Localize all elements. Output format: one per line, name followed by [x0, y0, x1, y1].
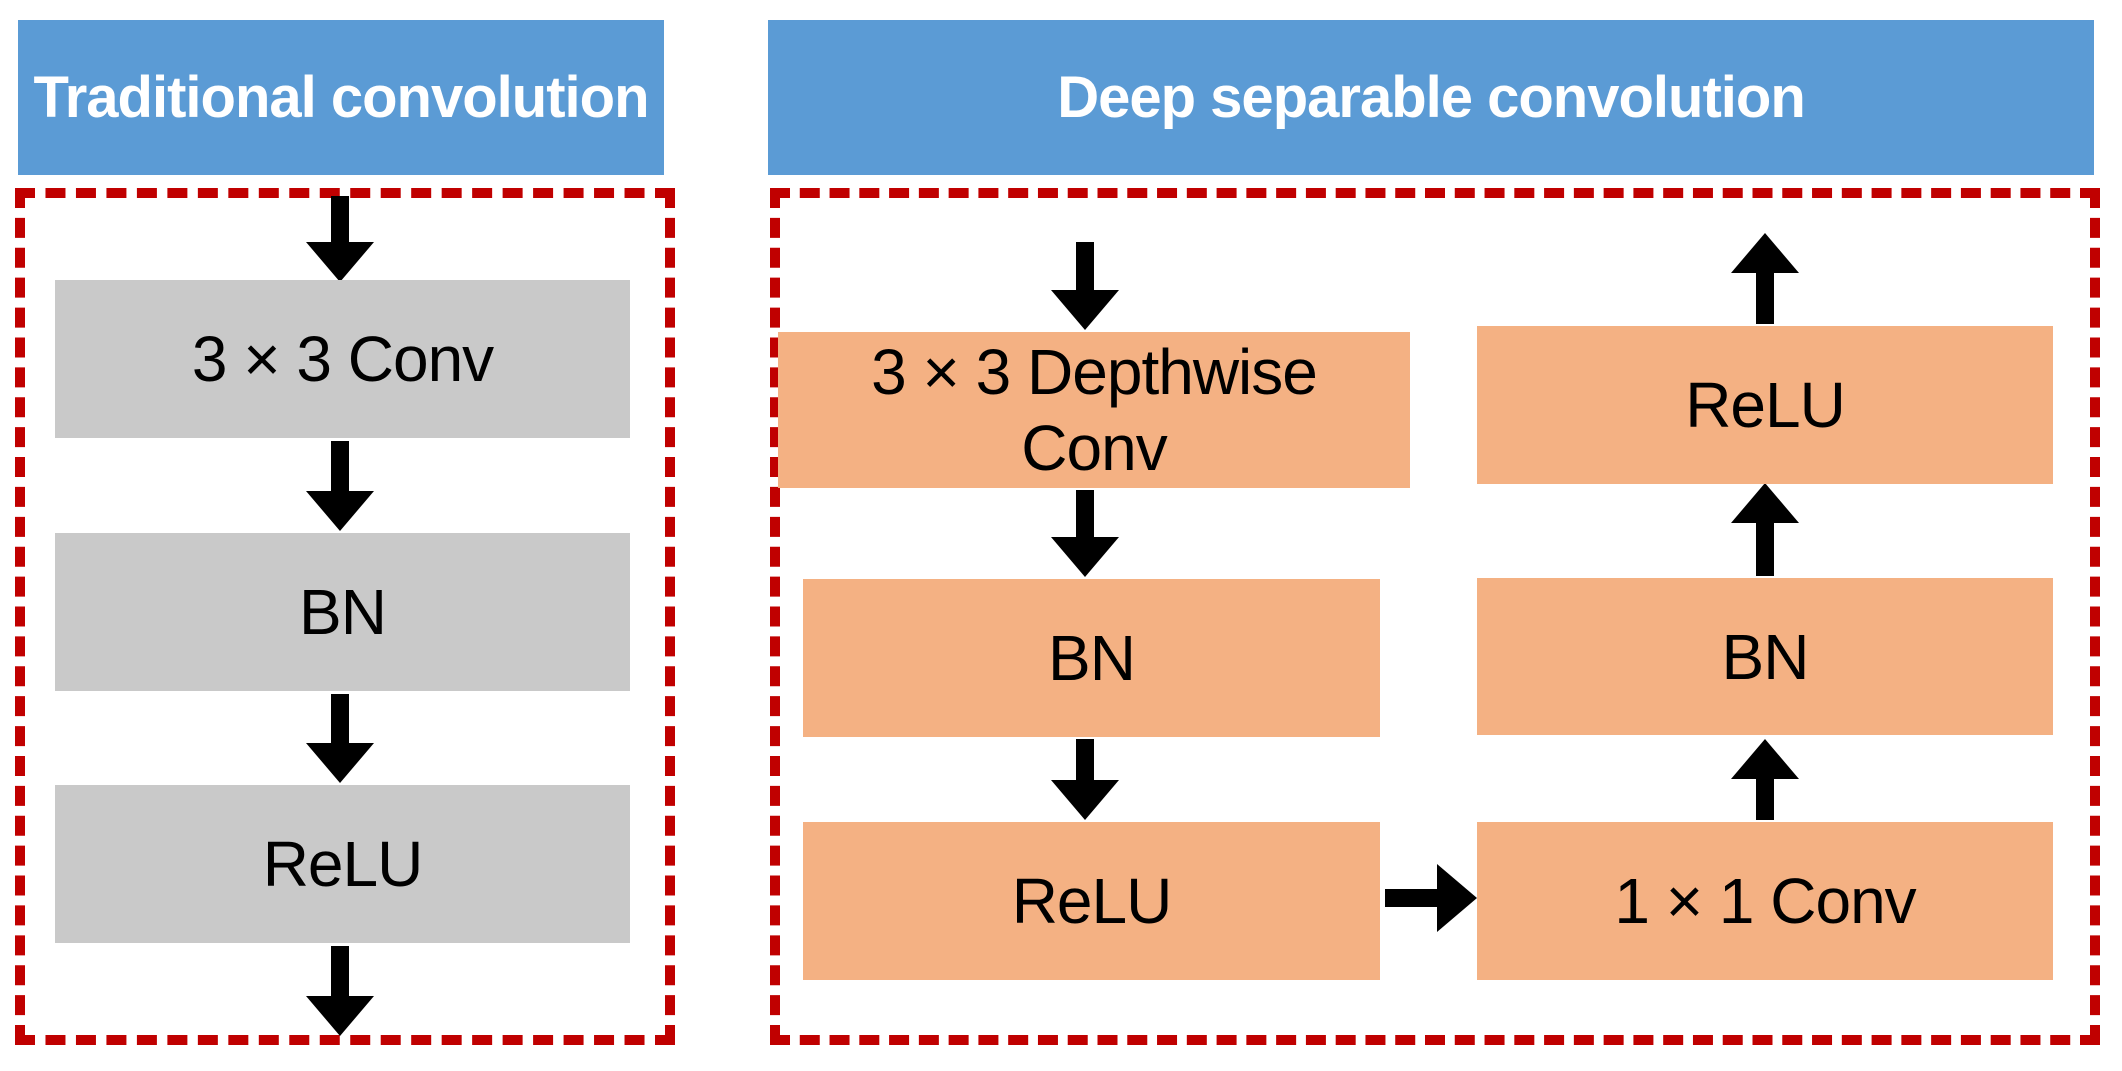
node-conv1x1: 1 × 1 Conv	[1477, 822, 2053, 980]
node-depthwise-conv: 3 × 3 Depthwise Conv	[778, 332, 1410, 488]
down-arrow-icon	[306, 196, 374, 282]
right-arrow-icon	[1385, 864, 1477, 932]
node-relu-traditional: ReLU	[55, 785, 630, 943]
down-arrow-icon	[306, 441, 374, 531]
down-arrow-icon	[1051, 490, 1119, 577]
node-relu-pointwise: ReLU	[1477, 326, 2053, 484]
up-arrow-icon	[1731, 483, 1799, 576]
up-arrow-icon	[1731, 233, 1799, 324]
right-panel-header: Deep separable convolution	[768, 20, 2094, 175]
left-panel-header: Traditional convolution	[18, 20, 664, 175]
node-conv3x3: 3 × 3 Conv	[55, 280, 630, 438]
left-panel-frame	[15, 188, 675, 1045]
down-arrow-icon	[1051, 242, 1119, 330]
node-bn-pointwise: BN	[1477, 578, 2053, 735]
down-arrow-icon	[306, 694, 374, 783]
node-relu-depthwise: ReLU	[803, 822, 1380, 980]
up-arrow-icon	[1731, 739, 1799, 820]
right-panel-frame	[770, 188, 2100, 1045]
down-arrow-icon	[306, 946, 374, 1036]
down-arrow-icon	[1051, 739, 1119, 820]
node-bn-depthwise: BN	[803, 579, 1380, 737]
node-bn-traditional: BN	[55, 533, 630, 691]
